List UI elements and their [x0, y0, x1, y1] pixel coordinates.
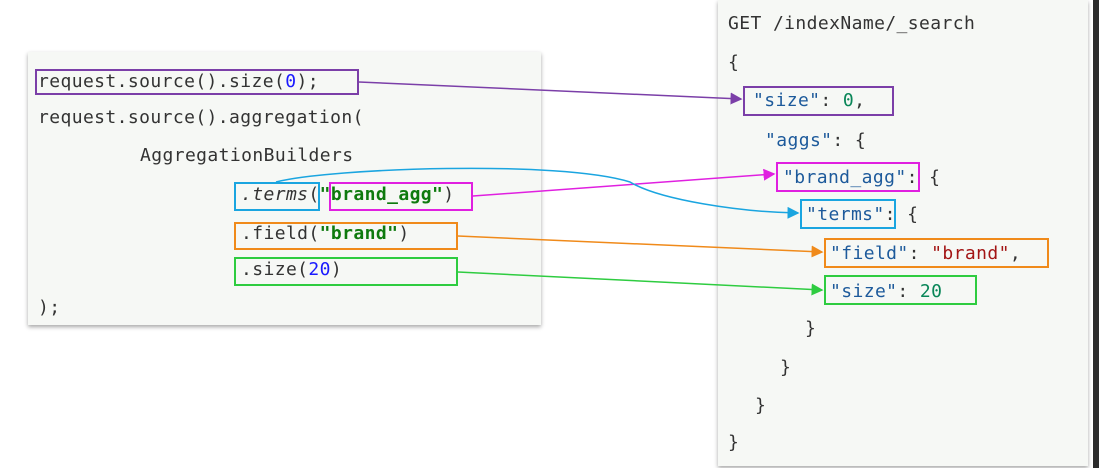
highlight-brand-agg-java — [329, 182, 473, 211]
json-size-line: "size": 0, — [753, 90, 866, 111]
json-open-brace: { — [728, 52, 740, 73]
json-request-line: GET /indexName/_search — [728, 13, 976, 34]
json-close-root: } — [728, 432, 740, 453]
json-size20-line: "size": 20 — [830, 281, 943, 302]
arrow-size — [358, 81, 743, 105]
arrow-size20 — [457, 271, 824, 296]
highlight-brand-agg-json — [776, 162, 920, 192]
arrow-terms — [275, 167, 800, 219]
json-query-panel — [718, 0, 1088, 466]
json-terms-line: "terms": { — [806, 204, 919, 225]
java-line-aggregation: request.source().aggregation( — [38, 107, 364, 128]
json-close-aggs: } — [755, 395, 767, 416]
highlight-terms-java — [234, 182, 320, 211]
java-line-size: request.source().size(0); — [38, 71, 319, 92]
arrow-brand-agg — [472, 168, 776, 197]
java-line-close: ); — [38, 297, 61, 318]
json-close-terms: } — [805, 318, 817, 339]
java-line-builders: AggregationBuilders — [140, 145, 354, 166]
json-brand-agg-line: "brand_agg": { — [783, 167, 941, 188]
java-code-panel — [28, 52, 541, 325]
arrow-field — [457, 235, 824, 258]
java-line-terms: .terms("brand_agg") — [241, 184, 455, 205]
json-close-brand-agg: } — [780, 357, 792, 378]
java-line-field: .field("brand") — [241, 223, 410, 244]
highlight-size20-json — [824, 275, 977, 305]
java-line-size20: .size(20) — [241, 259, 343, 280]
highlight-field-json — [824, 238, 1049, 268]
window-edge — [1093, 0, 1099, 468]
highlight-terms-json — [800, 199, 896, 229]
json-aggs-line: "aggs": { — [765, 130, 867, 151]
highlight-size-json — [743, 86, 894, 116]
highlight-field-java — [234, 222, 458, 250]
json-field-line: "field": "brand", — [830, 243, 1022, 264]
highlight-size20-java — [234, 257, 458, 286]
highlight-size-java — [35, 69, 359, 95]
